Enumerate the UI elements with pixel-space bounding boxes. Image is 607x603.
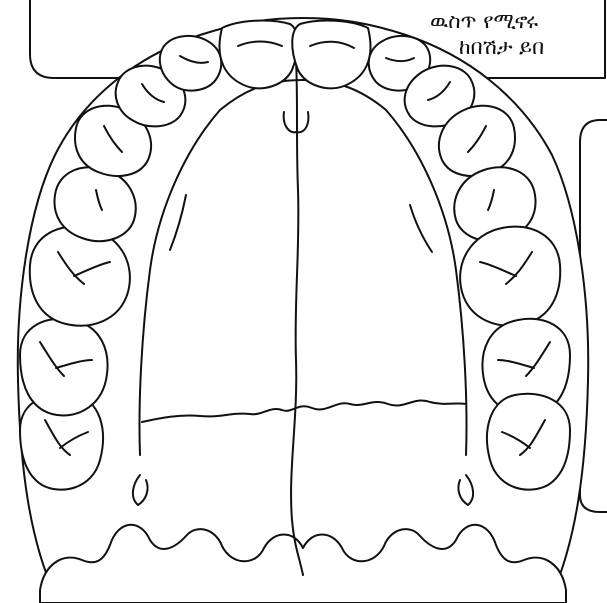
caption-line-2: ከበሽታ ይበ xyxy=(459,35,544,59)
tooth-molar-1-left xyxy=(30,227,130,326)
tooth-molar-2-left xyxy=(20,319,108,416)
tooth-central-incisor-left xyxy=(219,21,297,89)
tooth-lateral-incisor-left xyxy=(160,36,221,91)
caption-line-1: ዉስጥ የሚኖሩ xyxy=(430,9,538,33)
tooth-molar-1-right xyxy=(460,227,560,326)
tooth-central-incisor-right xyxy=(292,21,370,89)
tooth-molar-3-right xyxy=(487,394,570,490)
